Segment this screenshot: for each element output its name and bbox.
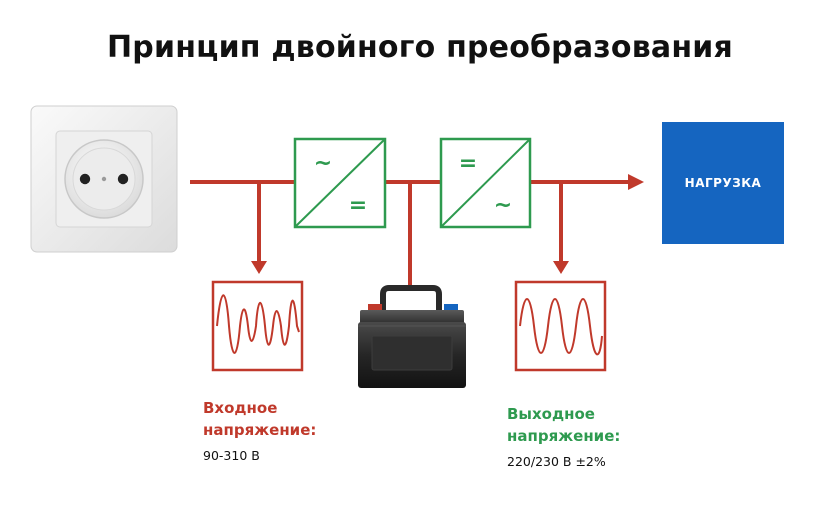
output-voltage-value: 220/230 В ±2%: [507, 454, 606, 469]
diagram-title: Принцип двойного преобразования: [107, 30, 733, 65]
arrow-to-output-wave: [553, 261, 569, 274]
inverter-ac-symbol: ~: [494, 193, 512, 218]
rectifier-ac-symbol: ~: [314, 151, 332, 176]
load-box: НАГРУЗКА: [662, 122, 784, 244]
rectifier-dc-symbol: =: [349, 193, 367, 218]
distorted-wave-icon: [211, 280, 304, 372]
power-socket-icon: [30, 105, 178, 253]
power-line: [190, 180, 630, 290]
input-caption-line2: напряжение:: [203, 421, 317, 439]
load-label: НАГРУЗКА: [684, 176, 762, 190]
inverter-block: = ~: [439, 137, 532, 229]
output-caption-line2: напряжение:: [507, 427, 621, 445]
arrow-to-input-wave: [251, 261, 267, 274]
inverter-dc-symbol: =: [459, 151, 477, 176]
car-battery-icon: [358, 285, 466, 388]
output-caption-line1: Выходное: [507, 405, 595, 423]
input-voltage-value: 90-310 В: [203, 448, 260, 463]
rectifier-block: ~ =: [293, 137, 387, 229]
output-voltage-caption: Выходное напряжение:: [507, 403, 620, 447]
arrow-to-load: [628, 174, 644, 190]
sine-wave-icon: [514, 280, 607, 372]
input-caption-line1: Входное: [203, 399, 278, 417]
input-voltage-caption: Входное напряжение:: [203, 397, 316, 441]
